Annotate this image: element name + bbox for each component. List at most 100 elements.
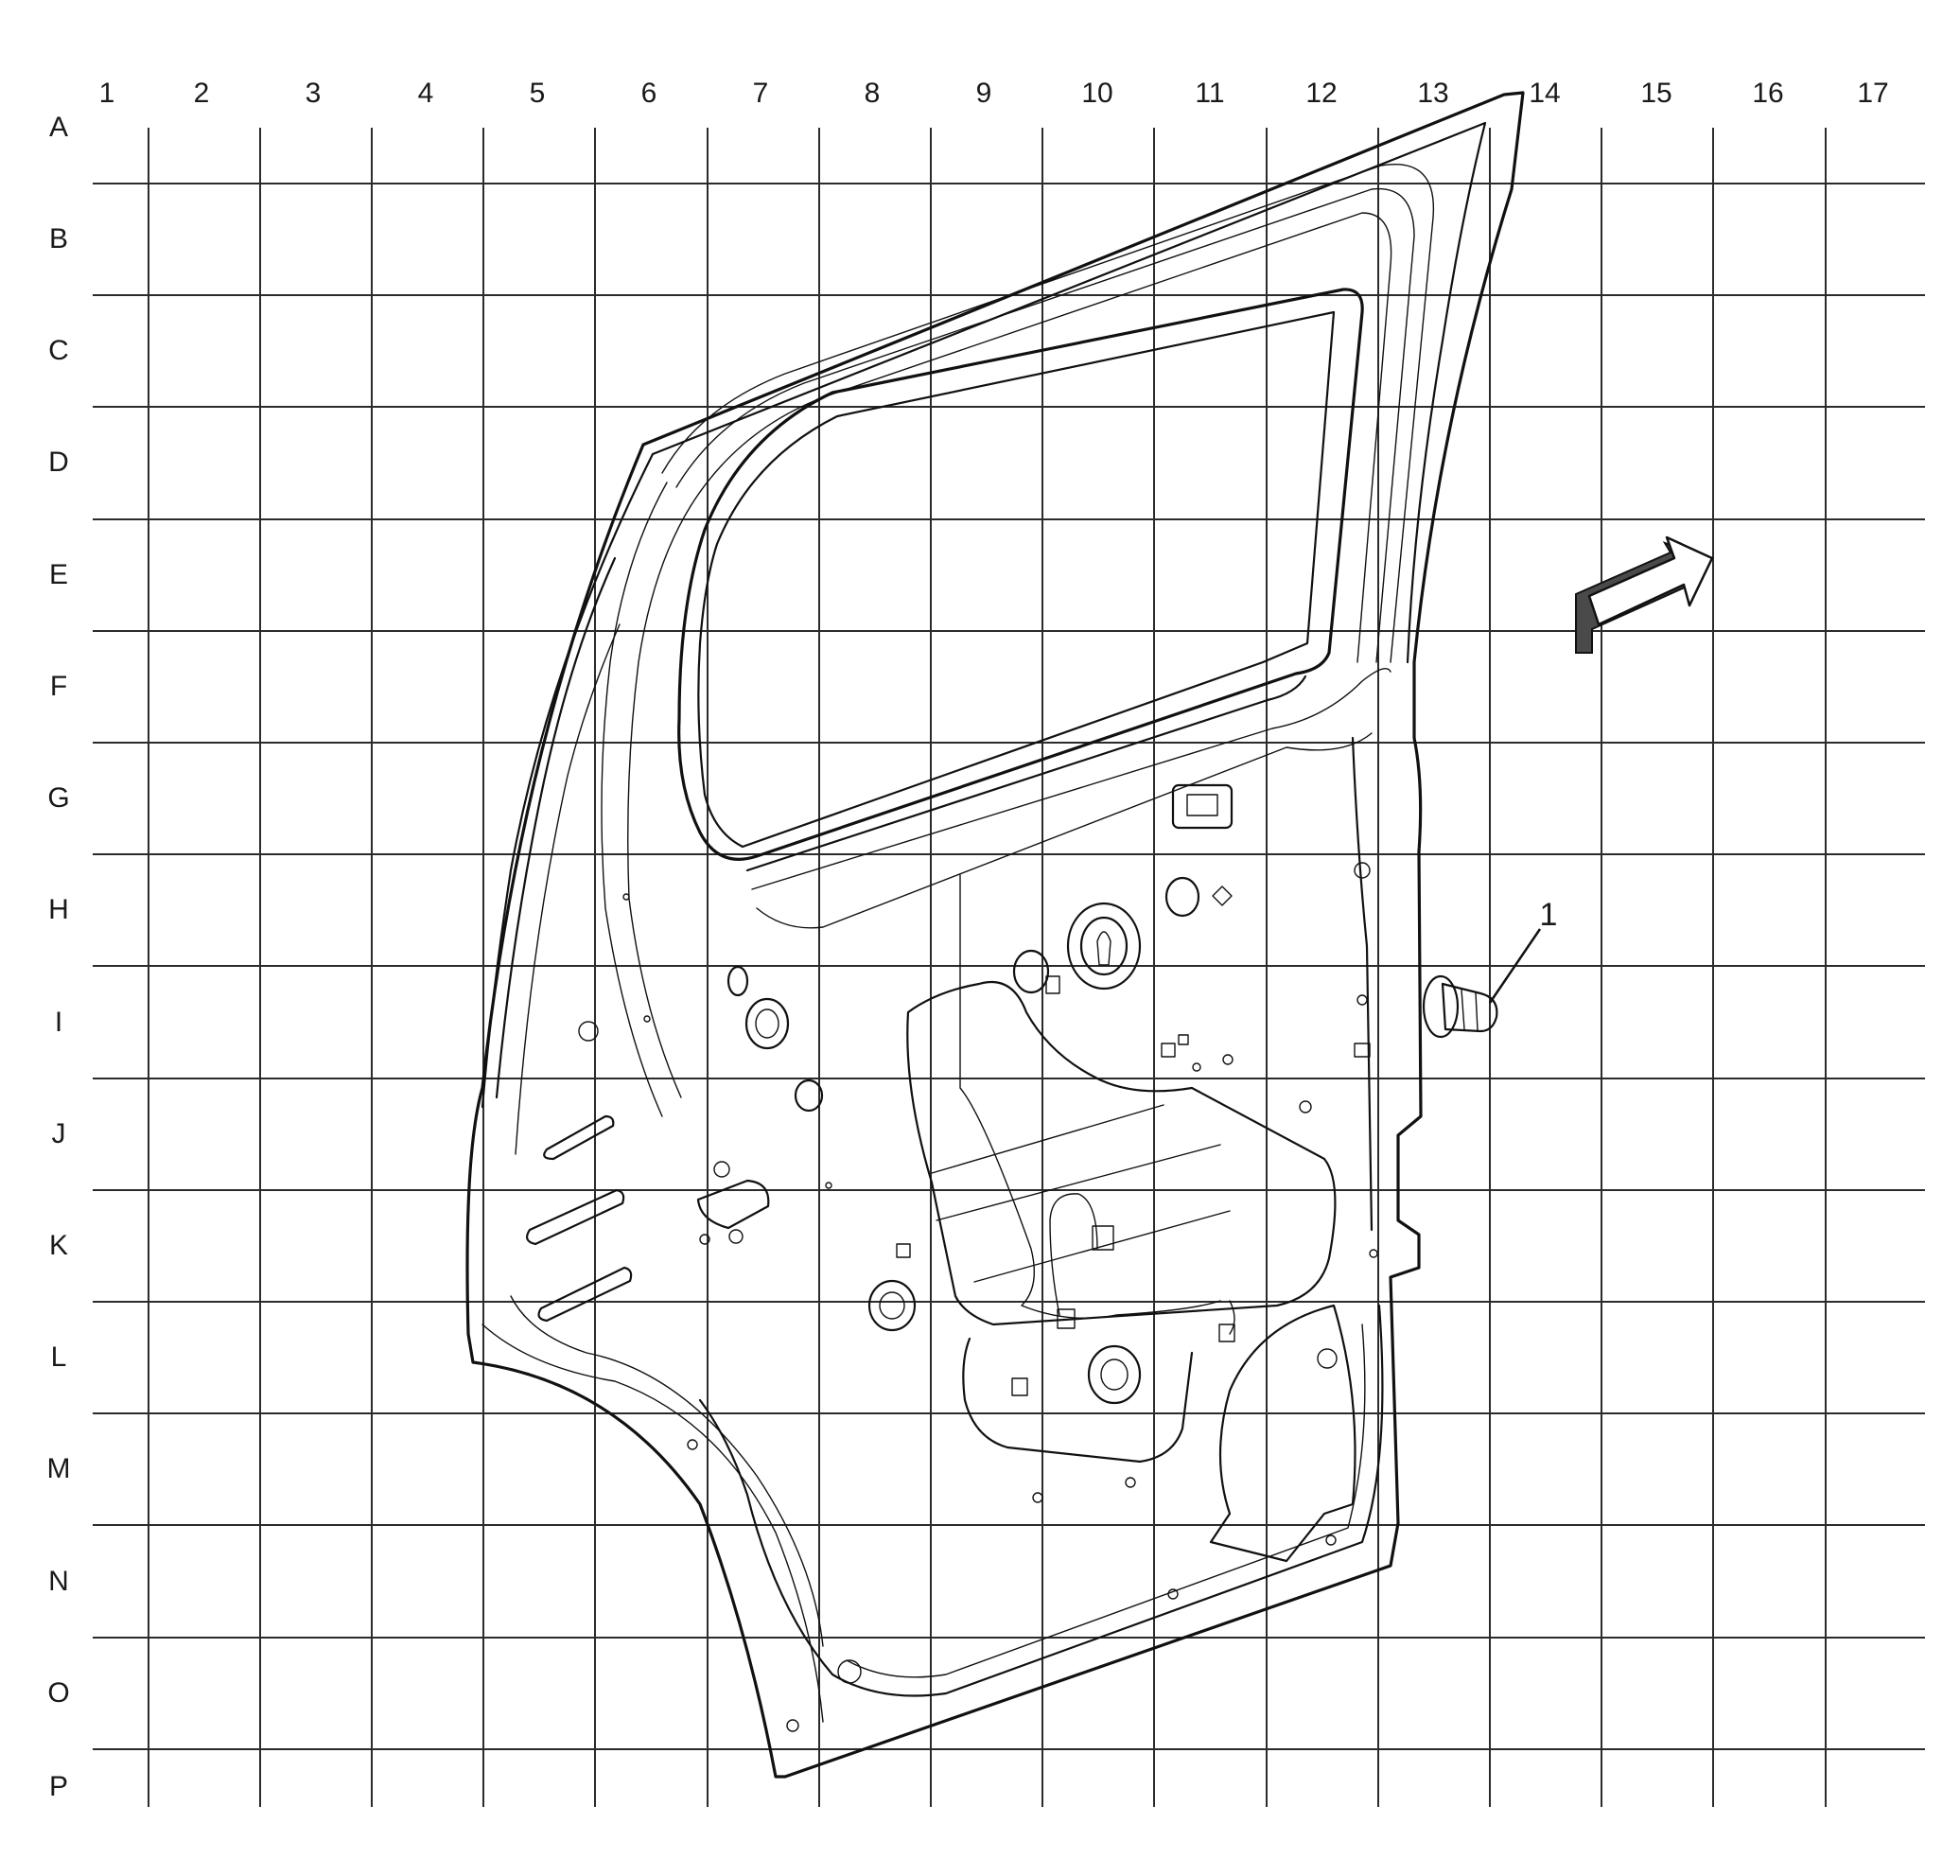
column-label: 17 <box>1857 78 1888 109</box>
square-hole <box>1045 975 1060 994</box>
row-label: I <box>55 1007 62 1038</box>
row-label: N <box>48 1566 69 1597</box>
column-label: 16 <box>1752 78 1783 109</box>
fastener <box>578 1021 599 1042</box>
column-label: 9 <box>976 78 992 109</box>
arrow-body <box>1587 535 1714 626</box>
column-label: 11 <box>1195 78 1224 109</box>
row-label: F <box>50 671 67 702</box>
diamond-hole <box>1212 885 1233 906</box>
row-label: G <box>47 782 69 814</box>
connector <box>1218 1324 1235 1342</box>
small-hole <box>1167 1588 1179 1600</box>
speaker-hole <box>1079 916 1129 976</box>
access-hole <box>879 1291 905 1320</box>
small-hole <box>622 893 630 901</box>
square-hole <box>896 1243 911 1258</box>
column-label: 5 <box>530 78 546 109</box>
hinge-bracket <box>696 1179 770 1230</box>
access-hole <box>1164 876 1200 918</box>
handle-pocket-inner <box>1186 794 1218 816</box>
row-label: O <box>47 1677 69 1709</box>
slot <box>526 1188 625 1246</box>
row-label: K <box>49 1230 68 1261</box>
connector <box>1057 1308 1076 1329</box>
row-label: P <box>49 1771 68 1802</box>
inner-panel-bottom <box>698 1304 1384 1697</box>
column-label: 2 <box>194 78 210 109</box>
lower-access-opening <box>962 1337 1194 1464</box>
small-hole <box>1192 1062 1201 1072</box>
frame-contour <box>690 212 1392 663</box>
square-hole <box>1161 1043 1176 1058</box>
row-label: E <box>49 559 68 590</box>
row-label: C <box>48 335 69 366</box>
small-hole <box>1317 1348 1338 1369</box>
square-hole <box>1011 1377 1028 1396</box>
clip-ribs <box>1461 989 1479 1031</box>
small-hole <box>1369 1249 1378 1258</box>
inner-panel-right <box>1351 736 1374 1232</box>
small-hole <box>1325 1534 1337 1546</box>
access-hole <box>755 1008 779 1039</box>
small-hole <box>825 1182 832 1189</box>
access-cover-edge <box>931 1104 1231 1283</box>
door-assembly <box>465 91 1525 1779</box>
row-label: L <box>51 1341 67 1373</box>
column-label: 6 <box>641 78 657 109</box>
column-label: 10 <box>1081 78 1112 109</box>
door-left-contour <box>495 556 617 1099</box>
inner-panel-bottom <box>846 1324 1366 1678</box>
row-label: D <box>48 447 69 478</box>
access-hole <box>794 1078 824 1113</box>
small-hole <box>1125 1477 1136 1488</box>
door-outer-contour <box>481 121 1487 1109</box>
small-hole <box>1299 1100 1312 1113</box>
square-hole <box>1178 1034 1189 1045</box>
window-frame-outer <box>677 288 1364 861</box>
door-left-contour <box>515 623 621 1155</box>
slot <box>537 1266 633 1323</box>
callout-1: 1 <box>1488 897 1558 1004</box>
access-hole <box>1100 1359 1129 1391</box>
column-label: 12 <box>1305 78 1337 109</box>
access-hole <box>1012 949 1050 994</box>
row-label: B <box>49 223 68 254</box>
row-label: J <box>52 1118 66 1149</box>
row-labels: A B C D E F G H I J K L M N O P <box>47 112 71 1802</box>
frame-contour <box>601 482 668 1117</box>
row-label: H <box>48 894 69 925</box>
clip-base <box>1422 974 1460 1039</box>
small-hole <box>1356 994 1368 1006</box>
access-hole <box>1087 1344 1142 1405</box>
column-label: 8 <box>865 78 881 109</box>
column-label: 7 <box>753 78 769 109</box>
small-hole <box>1354 862 1371 879</box>
connector <box>1092 1225 1114 1251</box>
frame-contour <box>675 187 1415 663</box>
speaker-hole <box>1066 902 1142 991</box>
square-hole <box>1354 1043 1371 1058</box>
frame-contour <box>661 164 1435 663</box>
latch-clip <box>1422 974 1498 1039</box>
door-left-contour <box>481 1324 824 1723</box>
clip-body <box>1441 982 1498 1033</box>
window-sill-lower <box>756 732 1373 929</box>
access-hole <box>744 997 790 1050</box>
access-cover <box>906 980 1337 1326</box>
small-hole <box>643 1015 651 1023</box>
keyhole-slot <box>1096 931 1111 966</box>
fastener <box>699 1234 710 1245</box>
frame-contour <box>627 505 691 1098</box>
column-labels: 1 2 3 4 5 6 7 8 9 10 11 12 13 14 15 16 1… <box>99 78 1889 109</box>
small-hole <box>1032 1492 1043 1503</box>
column-label: 4 <box>418 78 434 109</box>
small-hole <box>786 1719 799 1732</box>
callout-label: 1 <box>1540 897 1558 933</box>
column-label: 3 <box>306 78 322 109</box>
column-label: 1 <box>99 78 115 109</box>
lower-right-cutout <box>1209 1304 1356 1563</box>
wiring-harness <box>959 874 1235 1335</box>
fastener <box>728 1229 744 1244</box>
